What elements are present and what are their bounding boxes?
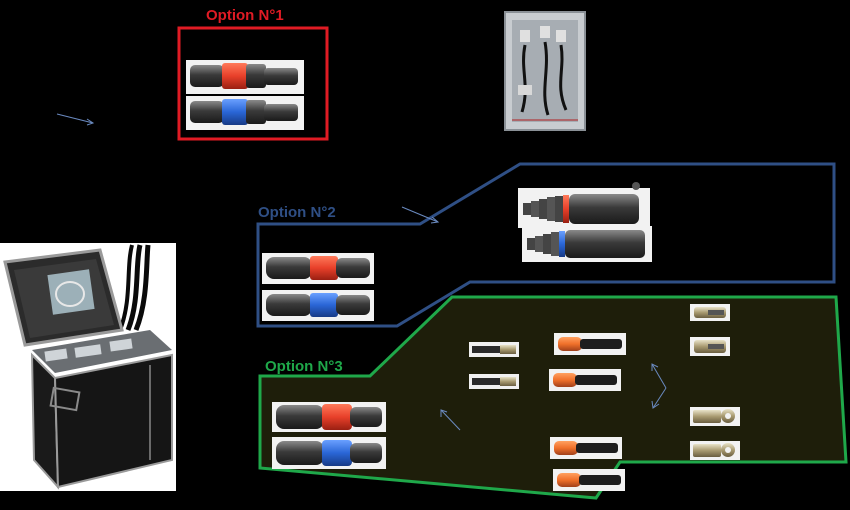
option-1-label: Option N°1 [206, 7, 284, 24]
option-2-ribbed-red-connector [523, 182, 640, 224]
option-3-cable-lug-3 [690, 407, 740, 426]
option-2-connector-pair-right [518, 182, 652, 262]
option-1-connector-pair [186, 60, 304, 130]
arrow-lug-down [651, 387, 667, 409]
arrow-option-3 [440, 409, 461, 431]
distribution-cabinet-image [504, 11, 586, 131]
option-3-label: Option N°3 [265, 358, 343, 375]
portable-test-case-image [0, 243, 176, 491]
option-2-blue-connector [266, 293, 370, 317]
option-2-label: Option N°2 [258, 204, 336, 221]
option-3-red-connector [276, 404, 382, 430]
arrow-lug-up [651, 363, 667, 389]
option-3-cable-lug-2 [690, 337, 730, 356]
option-2-red-connector [266, 256, 370, 280]
option-2-ribbed-blue-connector [527, 230, 645, 258]
option-3-cable-lug-1 [690, 304, 730, 321]
option-3-blue-connector [276, 440, 382, 466]
option-2-connector-pair-left [262, 253, 374, 321]
option-3-orange-terminal-3 [550, 437, 622, 459]
arrow-left [56, 113, 95, 126]
option-1-blue-connector [190, 99, 298, 125]
option-3-orange-terminal-1 [554, 333, 626, 355]
option-3-connector-pair [272, 402, 386, 469]
option-3-crimp-pin-top [469, 342, 519, 357]
option-3-crimp-pin-bottom [469, 374, 519, 389]
option-3-orange-terminal-4 [553, 469, 625, 491]
option-1-red-connector [190, 63, 298, 89]
option-3-cable-lug-4 [690, 441, 740, 460]
arrow-option-2 [401, 206, 440, 224]
option-3-orange-terminal-2 [549, 369, 621, 391]
